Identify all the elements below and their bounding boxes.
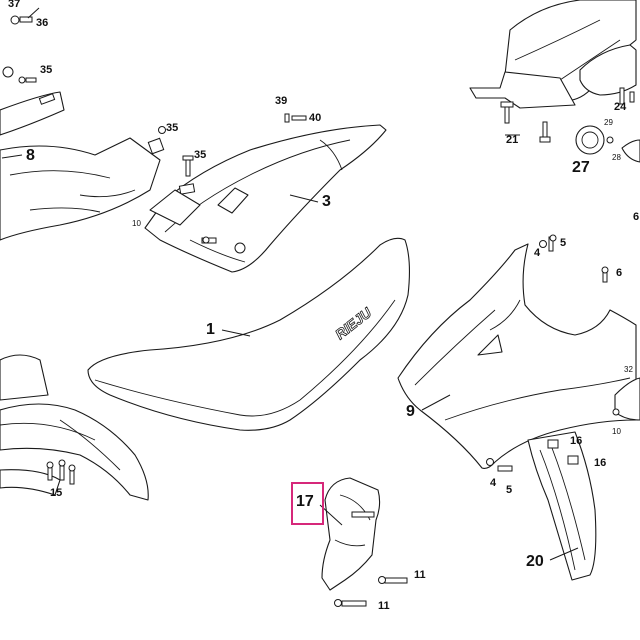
part-1-seat[interactable]: RIEJU: [87, 237, 411, 431]
hardware-21-24[interactable]: [500, 87, 635, 143]
hardware-15[interactable]: [46, 459, 76, 485]
label-6b: 6: [633, 211, 639, 223]
label-6: 6: [616, 267, 622, 279]
label-32: 32: [624, 365, 633, 374]
part-rear-fender[interactable]: [469, 0, 637, 109]
label-21: 21: [506, 134, 518, 146]
label-5b: 5: [506, 484, 512, 496]
label-17: 17: [296, 493, 314, 510]
label-1: 1: [206, 321, 215, 338]
label-29: 29: [604, 118, 613, 127]
label-10b: 10: [612, 427, 621, 436]
part-rear-bracket[interactable]: [149, 189, 201, 226]
hardware-11[interactable]: [334, 576, 408, 607]
part-17-bracket[interactable]: [321, 477, 381, 591]
part-27-reflector[interactable]: [575, 125, 640, 163]
hardware-35-39-40[interactable]: [147, 113, 307, 244]
label-40: 40: [309, 112, 321, 124]
callout-labels: 1 3 8 9 17 20 27 37 36 35 35 35 39 40 21…: [8, 0, 639, 612]
label-37: 37: [8, 0, 20, 10]
part-front-fender[interactable]: [0, 354, 149, 501]
label-5a: 5: [560, 237, 566, 249]
label-27: 27: [572, 159, 590, 176]
label-4a: 4: [534, 247, 541, 259]
hardware-4-5-6[interactable]: [486, 234, 609, 472]
part-8-side-panel[interactable]: [0, 91, 161, 241]
label-3: 3: [322, 193, 331, 210]
label-4b: 4: [490, 477, 497, 489]
label-20: 20: [526, 553, 544, 570]
part-9-side-plate[interactable]: [397, 243, 637, 469]
label-15: 15: [50, 487, 62, 499]
label-8: 8: [26, 147, 35, 164]
part-right-bracket[interactable]: [612, 377, 640, 421]
label-35b: 35: [166, 122, 178, 134]
label-11a: 11: [414, 569, 426, 581]
label-10a: 10: [132, 219, 141, 228]
label-9: 9: [406, 403, 415, 420]
label-16b: 16: [594, 457, 606, 469]
label-35c: 35: [194, 149, 206, 161]
hardware-36-37[interactable]: [2, 15, 56, 105]
part-20-chain-guide[interactable]: [527, 431, 597, 581]
label-28: 28: [612, 153, 621, 162]
label-16a: 16: [570, 435, 582, 447]
label-35a: 35: [40, 64, 52, 76]
highlight-box-17: [291, 482, 324, 525]
label-36: 36: [36, 17, 48, 29]
label-24: 24: [614, 101, 627, 113]
label-11b: 11: [378, 600, 390, 612]
label-39: 39: [275, 95, 287, 107]
